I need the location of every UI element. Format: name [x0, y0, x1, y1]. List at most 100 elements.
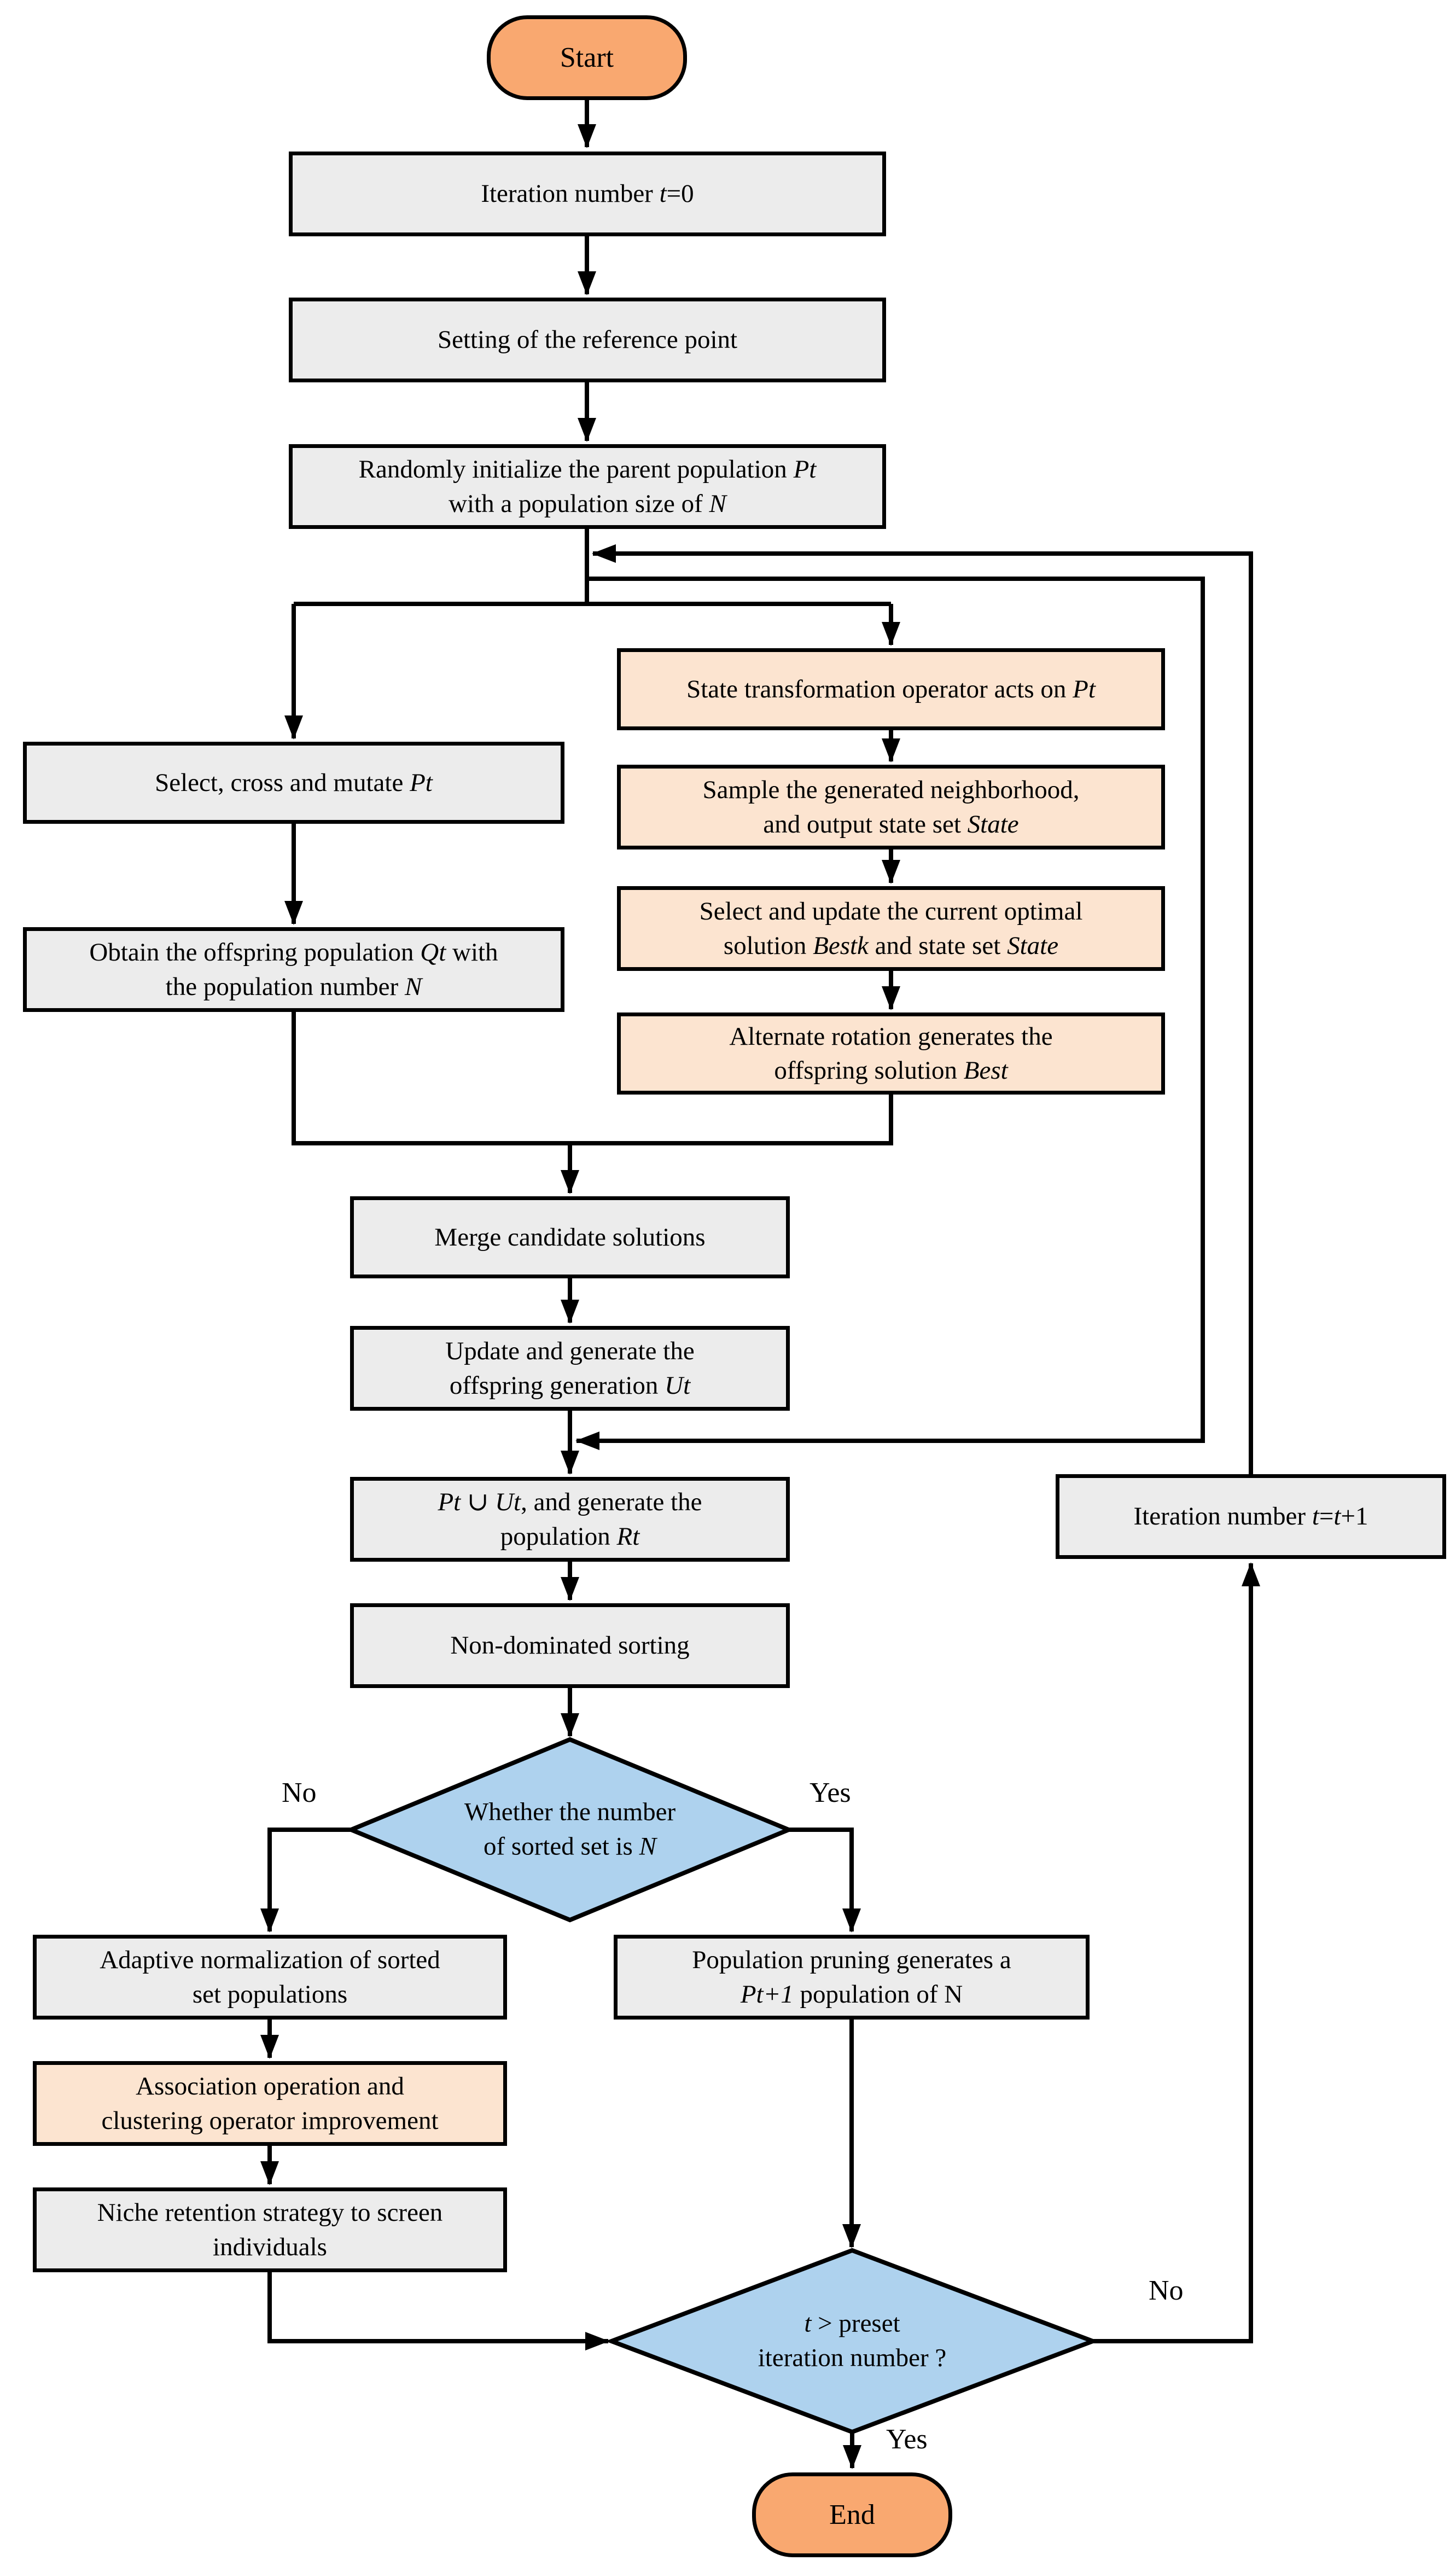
label-segment: Sample the generated neighborhood,	[702, 776, 1080, 805]
label-segment: Non-dominated sorting	[450, 1631, 690, 1660]
text-line: Randomly initialize the parent populatio…	[359, 452, 817, 486]
label-segment: offspring generation	[449, 1371, 665, 1400]
label-segment: State transformation operator acts on	[686, 674, 1073, 703]
text-line: clustering operator improvement	[101, 2104, 438, 2138]
node-decision-sorted-text: Whether the number of sorted set is N	[464, 1795, 675, 1865]
edge-label-preset-no: No	[1149, 2274, 1184, 2307]
label-segment: the population number	[165, 972, 405, 1001]
text-line: individuals	[213, 2230, 327, 2264]
node-union-population: Pt ∪ Ut, and generate the population Rt	[350, 1477, 790, 1562]
label-segment: population of N	[793, 1980, 963, 2009]
text-line: Obtain the offspring population Qt with	[89, 935, 498, 969]
text-line: State transformation operator acts on Pt	[686, 672, 1096, 706]
text-line: Pt ∪ Ut, and generate the	[438, 1485, 702, 1519]
node-adaptive-norm: Adaptive normalization of sorted set pop…	[33, 1935, 507, 2020]
text-line: Select and update the current optimal	[700, 894, 1083, 928]
node-set-reference: Setting of the reference point	[289, 298, 886, 382]
text-line: t > preset	[758, 2307, 947, 2341]
edge-decision2-no-to-increment	[1093, 1562, 1260, 2343]
label-segment: Select, cross and mutate	[155, 768, 410, 797]
label-segment: with a population size of	[449, 489, 709, 518]
node-select-cross-mutate: Select, cross and mutate Pt	[23, 742, 564, 824]
var-segment: Pt	[793, 455, 817, 484]
var-segment: N	[709, 489, 726, 518]
label-segment: Merge candidate solutions	[434, 1223, 706, 1252]
label-segment: End	[829, 2499, 875, 2530]
label-segment: No	[282, 1777, 317, 1808]
node-start: Start	[487, 15, 687, 100]
label-segment: Randomly initialize the parent populatio…	[358, 455, 794, 484]
edge-niche-to-decision2	[267, 2272, 609, 2350]
text-line: of sorted set is N	[464, 1830, 675, 1864]
label-segment: set populations	[192, 1980, 348, 2009]
label-segment: +1	[1341, 1502, 1368, 1531]
node-merge-candidates: Merge candidate solutions	[350, 1196, 790, 1278]
node-update-generate: Update and generate the offspring genera…	[350, 1326, 790, 1411]
var-segment: N	[639, 1832, 656, 1861]
var-segment: t	[659, 179, 667, 208]
text-line: offspring generation Ut	[450, 1369, 690, 1403]
text-line: Population pruning generates a	[692, 1943, 1011, 1977]
label-segment: of sorted set is	[484, 1832, 639, 1861]
edge-label-preset-yes: Yes	[886, 2423, 928, 2455]
node-end: End	[752, 2472, 952, 2557]
text-line: population Rt	[500, 1520, 640, 1553]
text-line: and output state set State	[763, 807, 1018, 841]
label-segment: Yes	[809, 1777, 851, 1808]
label-segment: =0	[666, 179, 694, 208]
text-line: the population number N	[166, 970, 422, 1004]
node-decision-preset-text: t > preset iteration number ?	[758, 2307, 947, 2376]
label-segment: and output state set	[763, 810, 968, 839]
label-segment: , and generate the	[521, 1488, 702, 1517]
label-segment: Select and update the current optimal	[699, 897, 1083, 926]
label-segment: Whether the number	[464, 1797, 676, 1826]
node-sample-neighborhood: Sample the generated neighborhood, and o…	[617, 765, 1165, 849]
label-segment: with	[446, 938, 498, 967]
edge-label-sorted-no: No	[282, 1777, 317, 1809]
node-alternate-rotation: Alternate rotation generates the offspri…	[617, 1012, 1165, 1095]
var-segment: Qt	[420, 938, 446, 967]
text-line: offspring solution Best	[774, 1054, 1007, 1087]
text-line: Iteration number t=t+1	[1134, 1499, 1368, 1533]
var-segment: t	[1333, 1502, 1341, 1531]
node-state-transform: State transformation operator acts on Pt	[617, 648, 1165, 730]
node-association-op: Association operation and clustering ope…	[33, 2061, 507, 2146]
text-line: Niche retention strategy to screen	[97, 2196, 443, 2230]
var-segment: Ut	[665, 1371, 691, 1400]
var-segment: Pt+1	[740, 1980, 794, 2009]
label-segment: > preset	[811, 2309, 900, 2338]
var-segment: t	[1312, 1502, 1319, 1531]
label-segment: Association operation and	[136, 2072, 404, 2101]
text-line: Whether the number	[464, 1795, 675, 1830]
label-segment: No	[1149, 2275, 1184, 2306]
label-segment: Update and generate the	[445, 1337, 695, 1366]
label-segment: ∪	[461, 1488, 496, 1517]
var-segment: Best	[963, 1056, 1008, 1085]
var-segment: State	[1007, 931, 1059, 960]
text-line: Sample the generated neighborhood,	[702, 773, 1079, 807]
edge-feedback-outer-loop	[592, 544, 1253, 1474]
label-segment: Setting of the reference point	[437, 325, 738, 354]
edge-decision-yes-to-pruning	[789, 1828, 861, 1933]
diamond-preset-decision	[605, 2248, 1099, 2435]
var-segment: Pt	[410, 768, 433, 797]
node-nondominated-sort: Non-dominated sorting	[350, 1603, 790, 1688]
var-segment: t	[804, 2309, 812, 2338]
text-line: Setting of the reference point	[438, 323, 737, 357]
label-segment: iteration number ?	[758, 2344, 947, 2372]
var-segment: Ut	[495, 1488, 521, 1517]
text-line: Update and generate the	[445, 1334, 694, 1368]
label-segment: Population pruning generates a	[692, 1946, 1011, 1975]
label-segment: population	[500, 1522, 617, 1551]
label-segment: clustering operator improvement	[101, 2106, 439, 2135]
text-line: with a population size of N	[449, 487, 726, 521]
var-segment: Bestk	[813, 931, 869, 960]
label-segment: Adaptive normalization of sorted	[100, 1946, 440, 1975]
label-segment: solution	[723, 931, 813, 960]
node-iteration-increment: Iteration number t=t+1	[1056, 1474, 1446, 1559]
label-segment: offspring solution	[774, 1056, 964, 1085]
text-line: solution Bestk and state set State	[724, 929, 1058, 963]
label-segment: Iteration number	[481, 179, 660, 208]
